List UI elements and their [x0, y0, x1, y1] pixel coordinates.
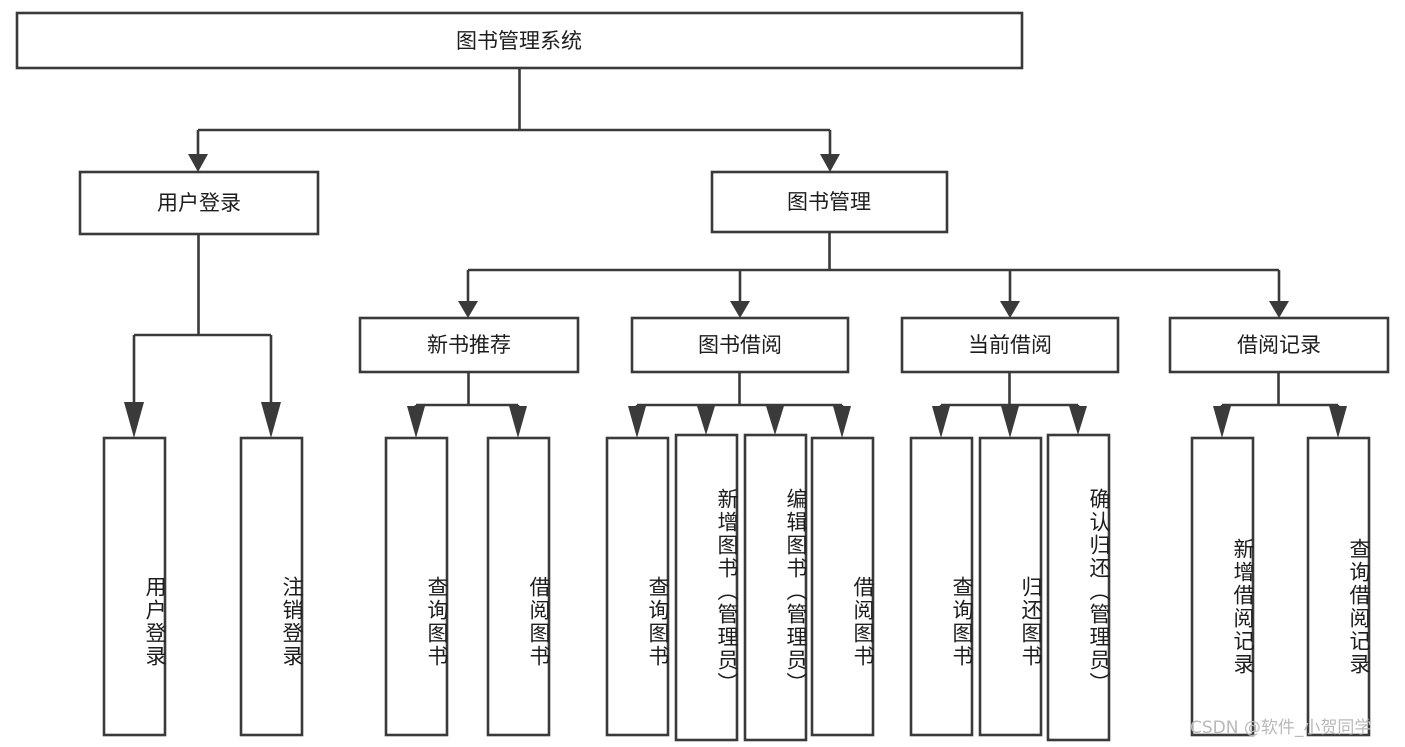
arrowhead-icon: [628, 406, 646, 438]
node-leaf-book-borrow-2[interactable]: [743, 433, 808, 742]
arrowhead-icon: [820, 154, 840, 172]
node-leaf-user-login-0[interactable]: [102, 436, 167, 737]
arrowhead-icon: [188, 154, 208, 172]
node-user-login[interactable]: [78, 170, 320, 236]
node-leaf-user-login-1[interactable]: [239, 436, 304, 737]
node-leaf-current-borrow-2[interactable]: [1046, 433, 1111, 742]
node-book-borrow-label: 图书借阅: [698, 333, 782, 357]
arrowhead-icon: [124, 402, 144, 438]
arrowhead-icon: [261, 402, 281, 438]
node-book-borrow[interactable]: [630, 316, 850, 374]
node-current-borrow[interactable]: [900, 316, 1120, 374]
arrowhead-icon: [1213, 406, 1231, 438]
node-new-book-recommend[interactable]: [358, 316, 580, 374]
arrowhead-icon: [1069, 406, 1087, 435]
node-book-management-label: 图书管理: [787, 190, 871, 214]
arrowheads-layer: [124, 154, 1347, 438]
node-leaf-borrow-record-1[interactable]: [1306, 436, 1371, 737]
arrowhead-icon: [407, 406, 425, 438]
node-leaf-current-borrow-1[interactable]: [978, 436, 1043, 737]
node-book-management[interactable]: [710, 170, 949, 234]
node-leaf-book-borrow-0[interactable]: [605, 436, 670, 737]
node-leaf-borrow-record-0[interactable]: [1190, 436, 1255, 737]
node-current-borrow-label: 当前借阅: [968, 333, 1052, 357]
node-root-label: 图书管理系统: [456, 29, 582, 53]
node-borrow-record-label: 借阅记录: [1237, 333, 1321, 357]
arrowhead-icon: [1001, 406, 1019, 438]
arrowhead-icon: [766, 406, 784, 435]
arrowhead-icon: [697, 406, 715, 435]
arrowhead-icon: [1329, 406, 1347, 438]
node-leaf-new-book-0[interactable]: [384, 436, 449, 737]
node-leaf-book-borrow-1[interactable]: [674, 433, 739, 742]
node-new-book-recommend-label: 新书推荐: [427, 333, 511, 357]
node-borrow-record[interactable]: [1168, 316, 1390, 374]
arrowhead-icon: [1269, 301, 1289, 318]
node-root[interactable]: [15, 11, 1024, 70]
nodes-layer: 图书管理系统 用户登录 图书管理 新书推荐 图书借阅 当前借阅 借阅记录: [15, 11, 1390, 742]
arrowhead-icon: [458, 301, 478, 318]
node-leaf-current-borrow-0[interactable]: [909, 436, 974, 737]
watermark-text: CSDN @软件_小贺同学: [1190, 718, 1372, 738]
arrowhead-icon: [932, 406, 950, 438]
node-leaf-book-borrow-3[interactable]: [810, 436, 875, 737]
arrowhead-icon: [1000, 301, 1020, 318]
arrowhead-icon: [833, 406, 851, 438]
node-user-login-label: 用户登录: [157, 191, 241, 215]
node-leaf-new-book-1[interactable]: [486, 436, 551, 737]
arrowhead-icon: [509, 406, 527, 438]
arrowhead-icon: [730, 301, 750, 318]
